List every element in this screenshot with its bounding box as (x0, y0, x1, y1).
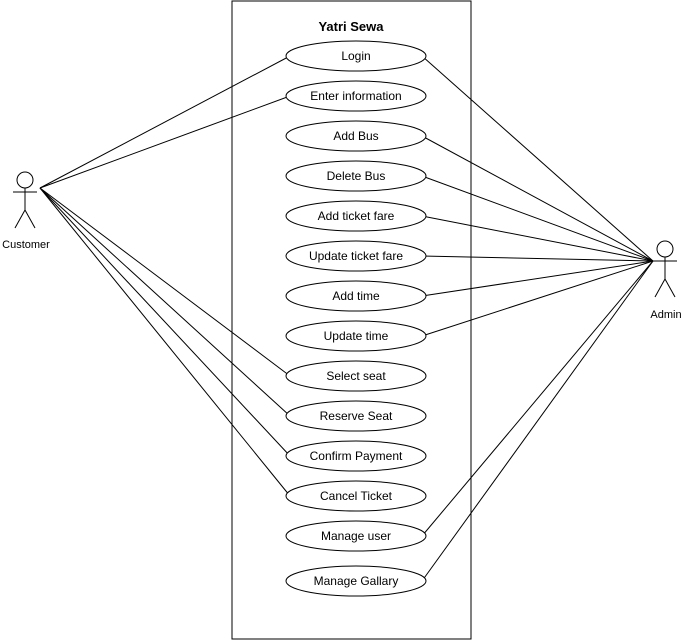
use-case-ellipse (285, 480, 427, 512)
use-case-ellipse (285, 280, 427, 312)
use-case-update-time: Update time (285, 320, 427, 352)
use-case-ellipse (285, 320, 427, 352)
association-customer-enter-information (39, 95, 291, 189)
association-admin-delete-bus (421, 175, 654, 262)
customer-left-leg (14, 209, 26, 229)
use-case-confirm-payment: Confirm Payment (285, 440, 427, 472)
association-admin-manage-gallary (421, 260, 654, 582)
association-admin-add-bus (421, 135, 654, 262)
use-case-manage-gallary: Manage Gallary (285, 565, 427, 597)
use-case-label: Add time (332, 289, 380, 303)
association-customer-confirm-payment (39, 187, 291, 457)
use-case-select-seat: Select seat (285, 360, 427, 392)
association-admin-add-ticket-fare (421, 215, 654, 262)
use-case-label: Manage Gallary (314, 574, 399, 588)
use-case-label: Delete Bus (327, 169, 386, 183)
use-case-add-time: Add time (285, 280, 427, 312)
use-case-ellipse (285, 40, 427, 72)
admin-right-leg (664, 278, 676, 298)
use-case-label: Select seat (326, 369, 386, 383)
association-admin-add-time (421, 260, 654, 297)
admin-left-leg (654, 278, 666, 298)
use-case-label: Add ticket fare (318, 209, 395, 223)
use-case-enter-information: Enter information (285, 80, 427, 112)
use-case-ellipse (285, 200, 427, 232)
association-customer-reserve-seat (39, 187, 291, 417)
use-case-label: Update ticket fare (309, 249, 403, 263)
use-case-ellipse (285, 520, 427, 552)
use-case-ellipse (285, 400, 427, 432)
use-case-label: Add Bus (333, 129, 378, 143)
association-lines (39, 55, 654, 582)
use-case-manage-user: Manage user (285, 520, 427, 552)
use-case-label: Update time (324, 329, 389, 343)
customer-label: Customer (2, 239, 50, 251)
use-case-label: Confirm Payment (310, 449, 403, 463)
association-admin-update-ticket-fare (421, 255, 654, 262)
use-case-add-ticket-fare: Add ticket fare (285, 200, 427, 232)
use-case-label: Cancel Ticket (320, 489, 393, 503)
use-case-add-bus: Add Bus (285, 120, 427, 152)
use-case-delete-bus: Delete Bus (285, 160, 427, 192)
use-case-ellipse (285, 80, 427, 112)
customer-head (16, 171, 34, 189)
use-case-login: Login (285, 40, 427, 72)
use-case-label: Login (341, 49, 370, 63)
use-case-update-ticket-fare: Update ticket fare (285, 240, 427, 272)
use-case-label: Reserve Seat (320, 409, 393, 423)
use-case-ellipse (285, 240, 427, 272)
customer-actor (13, 171, 37, 229)
use-case-ellipse (285, 160, 427, 192)
use-case-label: Manage user (321, 529, 391, 543)
association-customer-cancel-ticket (39, 187, 291, 497)
use-case-label: Enter information (310, 89, 401, 103)
association-customer-select-seat (39, 187, 291, 377)
admin-actor (653, 240, 677, 298)
use-case-ellipse (285, 360, 427, 392)
admin-label: Admin (650, 309, 681, 321)
admin-head (656, 240, 674, 258)
association-admin-update-time (421, 260, 654, 337)
association-admin-manage-user (421, 260, 654, 537)
association-customer-login (39, 55, 291, 189)
system-title: Yatri Sewa (318, 19, 384, 34)
use-case-ellipse (285, 120, 427, 152)
association-admin-login (421, 55, 654, 262)
use-case-ellipse (285, 565, 427, 597)
use-case-cancel-ticket: Cancel Ticket (285, 480, 427, 512)
use-case-ellipse (285, 440, 427, 472)
use-case-reserve-seat: Reserve Seat (285, 400, 427, 432)
customer-right-leg (24, 209, 36, 229)
